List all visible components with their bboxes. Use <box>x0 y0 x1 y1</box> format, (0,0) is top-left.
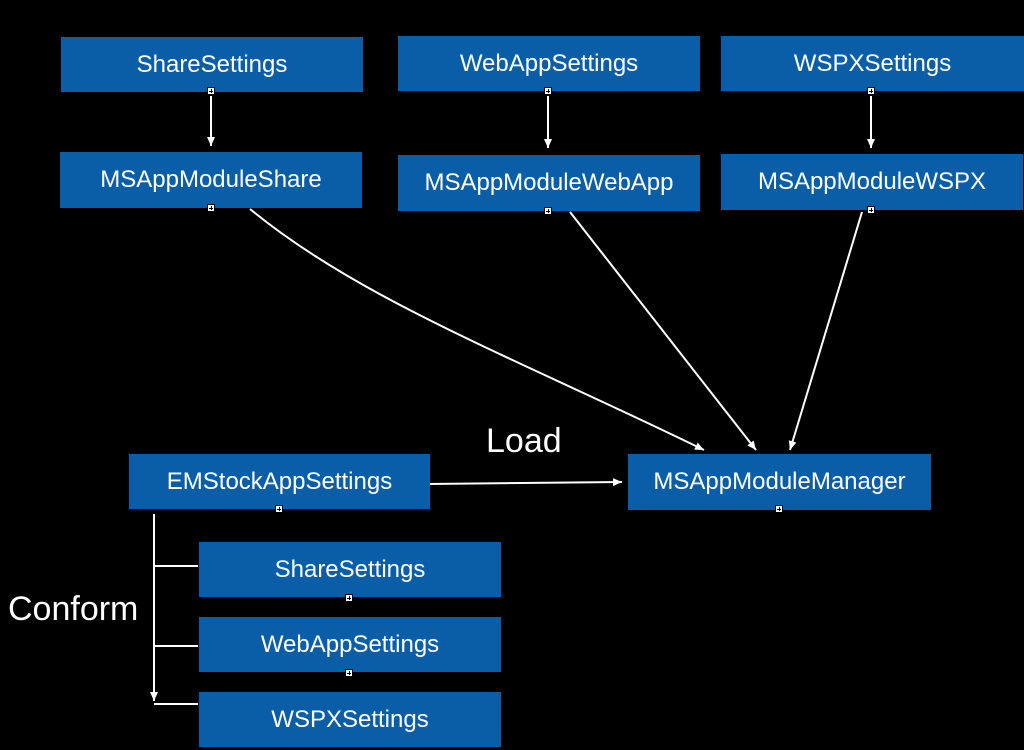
arrow-module-webapp-to-manager <box>569 211 757 451</box>
conform-webapp-settings-box: WebAppSettings <box>199 617 501 672</box>
stock-app-settings-box: EMStockAppSettings <box>129 454 430 509</box>
conform-wspx-settings-box: WSPXSettings <box>199 692 501 747</box>
module-manager-handle-icon <box>775 505 783 513</box>
conform-wspx-settings-label: WSPXSettings <box>271 705 429 733</box>
module-manager-box: MSAppModuleManager <box>628 454 931 510</box>
module-wspx-label: MSAppModuleWSPX <box>757 168 987 195</box>
module-webapp-label: MSAppModuleWebApp <box>424 169 674 196</box>
load-label: Load <box>486 422 562 460</box>
stock-app-settings-handle-icon <box>275 505 283 513</box>
conform-label: Conform <box>8 590 139 628</box>
wspx-settings-box: WSPXSettings <box>721 36 1024 91</box>
conform-share-settings-label: ShareSettings <box>274 555 426 583</box>
webapp-settings-box: WebAppSettings <box>398 36 700 91</box>
wspx-settings-label: WSPXSettings <box>793 49 952 77</box>
module-share-box: MSAppModuleShare <box>60 152 362 208</box>
module-wspx-handle-icon <box>867 206 875 214</box>
module-share-label: MSAppModuleShare <box>100 166 322 193</box>
webapp-settings-label: WebAppSettings <box>459 49 639 77</box>
module-webapp-handle-icon <box>544 207 552 215</box>
module-share-handle-icon <box>207 204 215 212</box>
arrow-module-share-to-manager <box>249 208 705 451</box>
share-settings-handle-icon <box>207 87 215 95</box>
share-settings-label: ShareSettings <box>136 50 288 78</box>
arrow-load <box>427 478 623 487</box>
stock-app-settings-label: EMStockAppSettings <box>166 467 393 495</box>
conform-share-settings-handle-icon <box>345 594 353 602</box>
arrow-module-wspx-to-manager <box>788 211 863 451</box>
module-webapp-box: MSAppModuleWebApp <box>398 155 700 211</box>
conform-webapp-settings-label: WebAppSettings <box>260 630 440 658</box>
webapp-settings-handle-icon <box>544 87 552 95</box>
module-wspx-box: MSAppModuleWSPX <box>721 154 1023 210</box>
conform-share-settings-box: ShareSettings <box>199 542 501 597</box>
share-settings-box: ShareSettings <box>61 37 363 92</box>
module-manager-label: MSAppModuleManager <box>653 468 906 495</box>
conform-webapp-settings-handle-icon <box>345 669 353 677</box>
wspx-settings-handle-icon <box>867 87 875 95</box>
